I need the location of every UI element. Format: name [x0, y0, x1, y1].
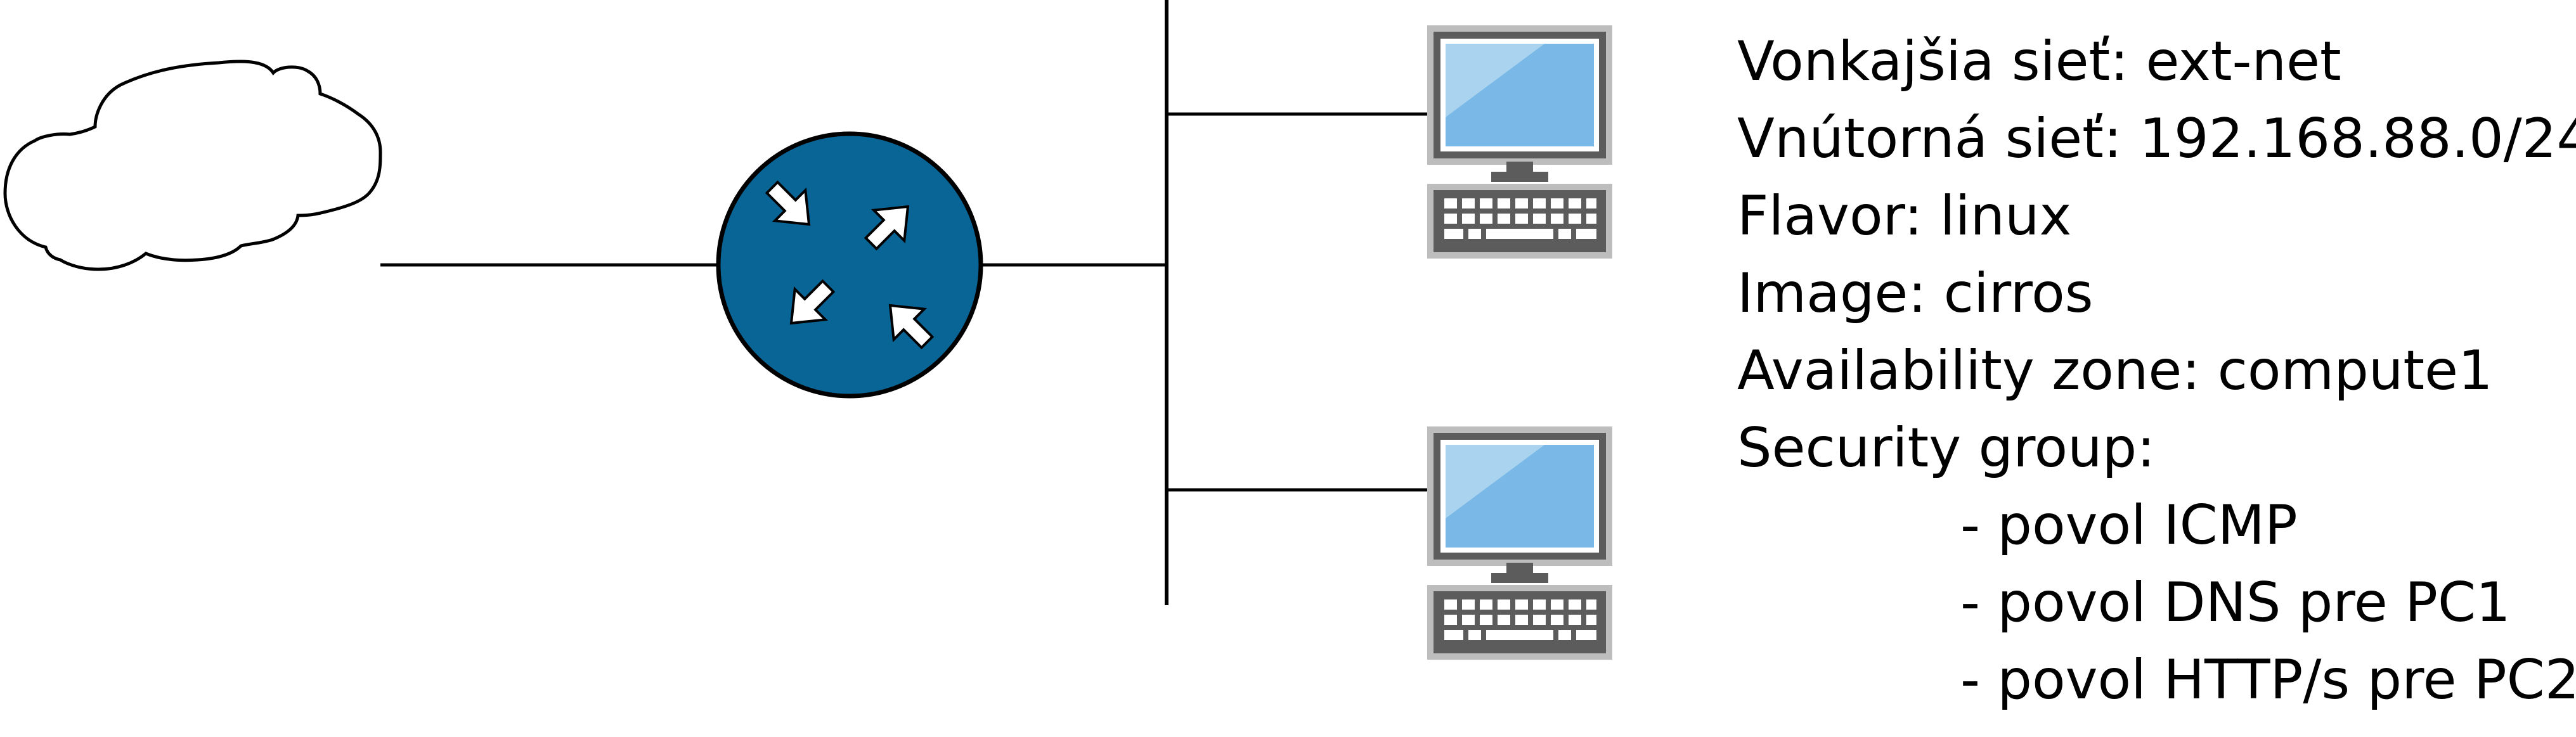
router-icon: [716, 131, 983, 399]
network-info: Vonkajšia sieť: ext-net Vnútorná sieť: 1…: [1737, 30, 2576, 712]
info-external-network: Vonkajšia sieť: ext-net: [1737, 30, 2341, 93]
info-image: Image: cirros: [1737, 262, 2094, 325]
computer-icon: [1430, 29, 1609, 255]
info-internal-network: Vnútorná sieť: 192.168.88.0/24: [1737, 107, 2576, 170]
computer-icon: [1430, 430, 1609, 657]
info-availability-zone: Availability zone: compute1: [1737, 339, 2493, 402]
cloud-icon: [3, 60, 382, 271]
security-rule-dns: - povol DNS pre PC1: [1960, 571, 2511, 634]
security-rule-icmp: - povol ICMP: [1960, 494, 2298, 557]
security-rule-http: - povol HTTP/s pre PC2: [1960, 648, 2576, 712]
info-flavor: Flavor: linux: [1737, 184, 2071, 248]
info-security-group: Security group:: [1737, 416, 2155, 480]
